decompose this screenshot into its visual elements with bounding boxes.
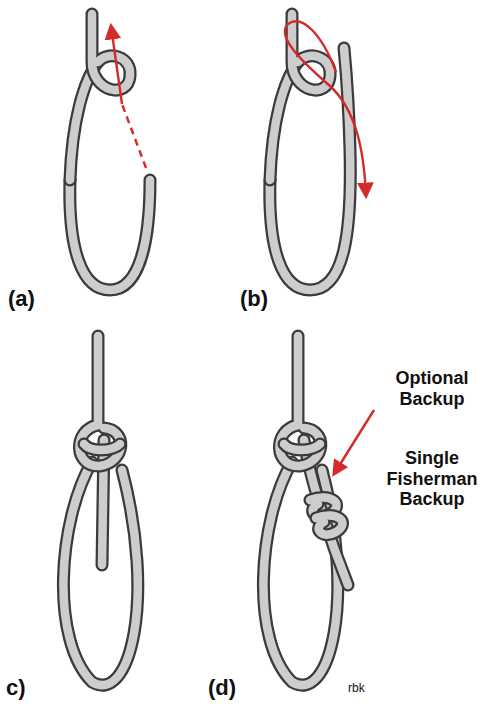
panel-label: c) <box>6 675 66 700</box>
rope <box>263 462 337 685</box>
callout-text: Single Fisherman Backup <box>370 448 494 510</box>
rope-outline <box>70 180 150 290</box>
backup-coil <box>316 515 343 534</box>
rope-outline <box>292 14 330 90</box>
rope-outline <box>284 444 320 450</box>
rope <box>79 336 120 466</box>
path-arrow <box>285 21 366 196</box>
step-b-rope <box>270 14 350 290</box>
step-a-rope <box>70 14 150 290</box>
path-arrow <box>122 104 146 168</box>
rope <box>70 180 150 290</box>
rope-outline <box>79 336 120 466</box>
callout-text: Optional Backup <box>370 368 494 409</box>
callout-arrow <box>334 410 374 474</box>
rope-outline <box>92 14 130 90</box>
rope-outline <box>316 515 343 534</box>
rope-outline <box>263 462 337 685</box>
credit-mark: rbk <box>348 682 408 696</box>
rope <box>284 444 320 450</box>
panel-label: (a) <box>8 286 68 311</box>
panel-label: (d) <box>208 675 268 700</box>
path-arrow <box>111 26 122 104</box>
rope <box>292 14 330 90</box>
rope <box>92 14 130 90</box>
step-d-rope <box>263 336 348 685</box>
rope-outline <box>84 444 120 450</box>
rope <box>84 444 120 450</box>
step-c-rope <box>63 336 137 685</box>
rope-outline <box>279 336 320 466</box>
panel-label: (b) <box>240 286 300 311</box>
rope <box>279 336 320 466</box>
